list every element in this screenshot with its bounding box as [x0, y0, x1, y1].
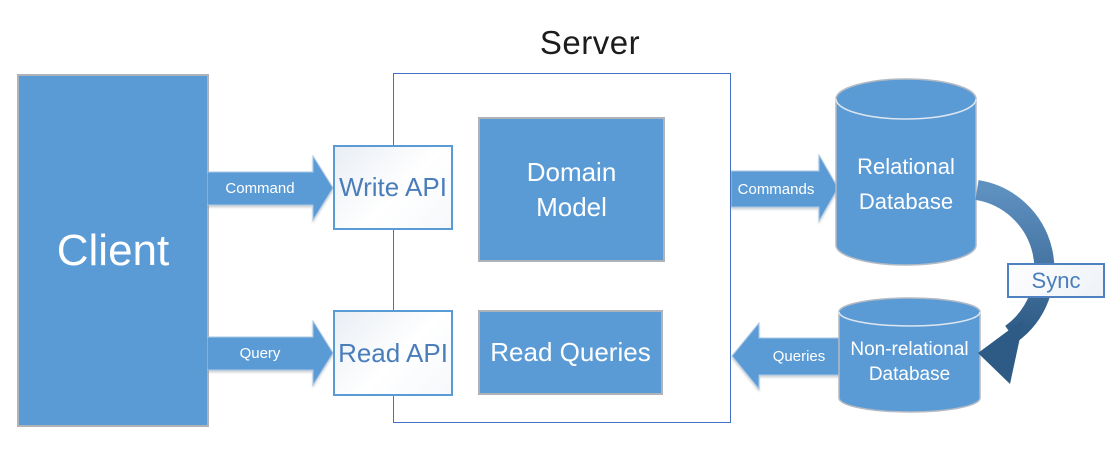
write-api-node: Write API	[333, 145, 453, 230]
non-relational-database-label: Non-relational Database	[850, 339, 969, 385]
relational-database-label: Relational Database	[857, 154, 955, 214]
write-api-label: Write API	[339, 172, 447, 202]
read-api-node: Read API	[333, 310, 453, 396]
command-arrow: Command	[207, 155, 334, 222]
server-title: Server	[539, 24, 641, 61]
client-label: Client	[56, 225, 170, 275]
server-boundary-box	[393, 73, 731, 423]
queries-arrow-label: Queries	[772, 348, 826, 365]
read-queries-label: Read Queries	[490, 337, 651, 367]
read-api-label: Read API	[338, 337, 448, 368]
domain-model-label: Domain Model	[526, 156, 617, 222]
left-arrow-icon	[731, 322, 840, 390]
right-arrow-icon	[207, 155, 334, 222]
client-node: Client	[17, 74, 209, 427]
right-arrow-icon	[731, 154, 839, 222]
command-arrow-label: Command	[225, 180, 295, 197]
query-arrow: Query	[207, 320, 334, 387]
read-queries-node: Read Queries	[478, 310, 663, 395]
commands-arrow-label: Commands	[737, 180, 815, 198]
query-arrow-label: Query	[239, 345, 281, 362]
sync-label-box: Sync	[1007, 263, 1105, 298]
sync-curved-arrow-icon	[975, 180, 1055, 384]
queries-arrow: Queries	[731, 322, 840, 390]
relational-database-cylinder-icon	[835, 78, 977, 266]
sync-label: Sync	[1031, 267, 1081, 293]
right-arrow-icon	[207, 320, 334, 387]
non-relational-database-cylinder-icon	[838, 297, 981, 413]
commands-arrow: Commands	[731, 154, 839, 222]
domain-model-node: Domain Model	[478, 117, 665, 262]
